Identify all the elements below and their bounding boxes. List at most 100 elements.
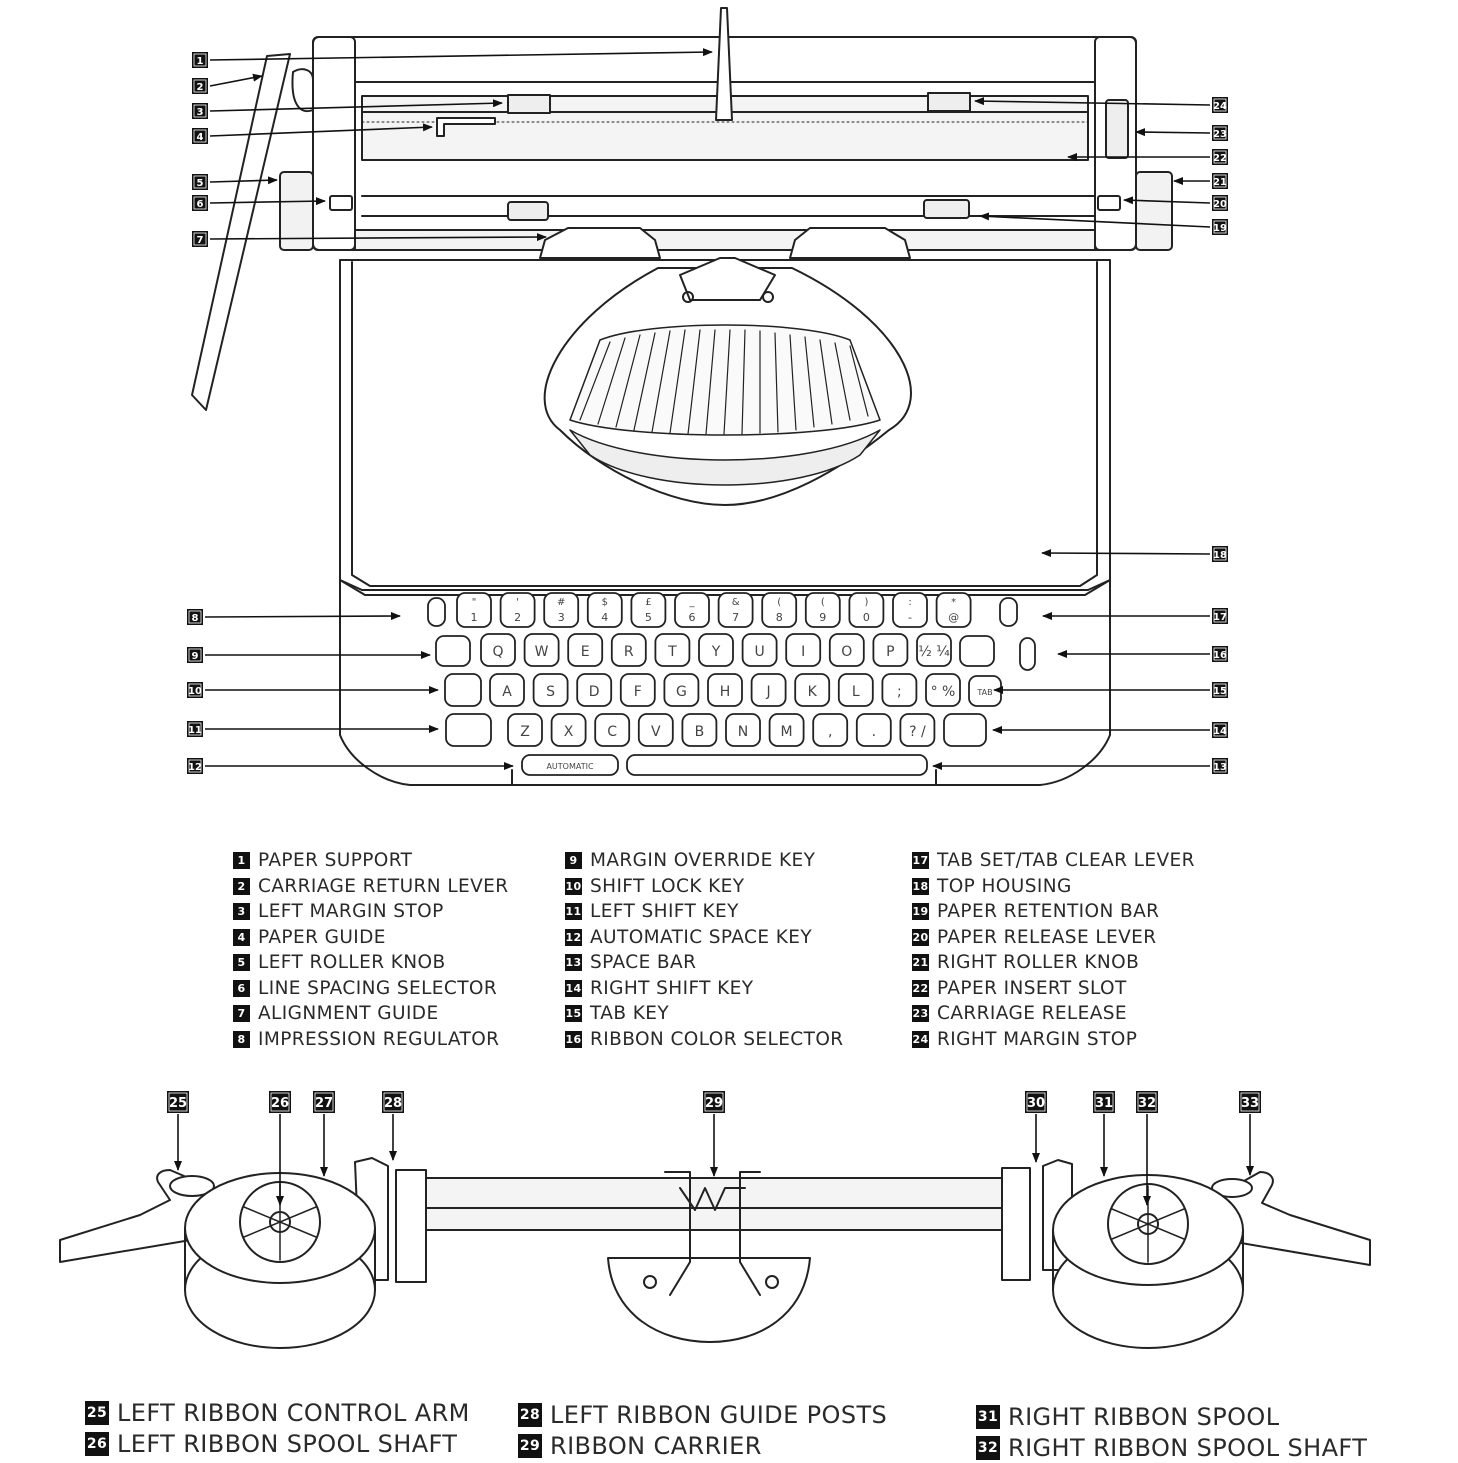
key-letter: A — [502, 684, 512, 700]
key-bottom-symbol: 3 — [558, 611, 565, 624]
number-key — [630, 592, 667, 628]
key-top-symbol: $ — [602, 597, 608, 608]
key-top-symbol: : — [908, 597, 911, 608]
legend-number-badge: 20 — [912, 928, 929, 946]
margin-override-key — [435, 635, 471, 667]
legend-label: RIGHT SHIFT KEY — [590, 977, 754, 999]
legend-number-badge: 10 — [565, 877, 582, 895]
legend-number-badge: 26 — [85, 1431, 109, 1456]
legend-label: PAPER RETENTION BAR — [937, 901, 1160, 923]
legend-number-badge: 29 — [518, 1433, 542, 1458]
key-letter: P — [886, 644, 894, 660]
legend-number-badge: 16 — [565, 1030, 582, 1048]
key-letter: L — [852, 684, 860, 700]
callout-number: 22 — [1213, 153, 1227, 164]
number-key — [761, 592, 798, 628]
letter-key — [619, 673, 656, 707]
callout-number: 9 — [192, 651, 199, 662]
legend-label: CARRIAGE RETURN LEVER — [258, 875, 509, 897]
legend-number-badge: 28 — [518, 1402, 542, 1427]
number-key — [674, 592, 710, 628]
callout-badge-21: 21 — [1212, 173, 1228, 189]
key-top-symbol: £ — [645, 597, 651, 608]
legend-label: CARRIAGE RELEASE — [937, 1003, 1127, 1025]
callout-badge-29: 29 — [703, 1091, 725, 1113]
letter-key — [698, 633, 734, 667]
callout-badge-9: 9 — [187, 647, 203, 663]
callout-badge-11: 11 — [187, 721, 203, 737]
legend-label: TOP HOUSING — [937, 875, 1072, 897]
callout-number: 18 — [1213, 550, 1227, 561]
letter-key — [663, 673, 700, 707]
key-letter: ; — [897, 684, 902, 700]
legend-label: RIBBON CARRIER — [550, 1431, 762, 1460]
key-letter: . — [872, 724, 876, 740]
callout-number: 5 — [197, 178, 204, 189]
legend-label: PAPER INSERT SLOT — [937, 977, 1127, 999]
legend-number-badge: 11 — [565, 903, 582, 921]
key-top-symbol: ' — [516, 597, 519, 608]
key-bottom-symbol: 4 — [601, 611, 608, 624]
legend-number-badge: 8 — [233, 1030, 250, 1048]
callout-badge-31: 31 — [1093, 1091, 1115, 1113]
legend-number-badge: 1 — [233, 852, 250, 870]
callout-arrow — [1135, 128, 1211, 137]
legend-number-badge: 31 — [976, 1404, 1000, 1429]
callout-number: 1 — [197, 56, 204, 67]
legend-number-badge: 6 — [233, 979, 250, 997]
callout-badge-28: 28 — [382, 1091, 404, 1113]
callout-badge-23: 23 — [1212, 125, 1228, 141]
callout-badge-16: 16 — [1212, 646, 1228, 662]
legend-label: PAPER GUIDE — [258, 926, 386, 948]
callout-badge-25: 25 — [167, 1091, 189, 1113]
key-letter: T — [667, 644, 677, 660]
legend-label: TAB KEY — [590, 1003, 670, 1025]
key-bottom-symbol: - — [908, 611, 912, 624]
letter-key — [681, 713, 718, 747]
letter-key — [750, 673, 787, 707]
shift-lock-key — [444, 673, 482, 707]
callout-badge-6: 6 — [192, 195, 208, 211]
callout-number: 23 — [1213, 129, 1227, 140]
callout-number: 14 — [1213, 726, 1227, 737]
letter-key — [881, 673, 918, 707]
callout-badge-2: 2 — [192, 78, 208, 94]
letter-key — [576, 673, 613, 707]
letter-key — [828, 633, 865, 667]
callout-number: 29 — [705, 1096, 723, 1111]
carriage-right-end — [1094, 36, 1137, 251]
impression-regulator-key — [427, 597, 446, 627]
letter-key — [532, 673, 569, 707]
callout-number: 11 — [188, 725, 202, 736]
key-bottom-symbol: 9 — [819, 611, 826, 624]
callout-badge-20: 20 — [1212, 195, 1228, 211]
callout-number: 30 — [1027, 1096, 1045, 1111]
letter-key — [837, 673, 874, 707]
key-letter: H — [720, 684, 731, 700]
key-letter: E — [581, 644, 590, 660]
callout-arrow — [209, 73, 263, 87]
ribbon-carrier-shape — [607, 1257, 811, 1343]
legend-number-badge: 25 — [85, 1400, 109, 1425]
key-letter: O — [841, 644, 852, 660]
callout-number: 20 — [1213, 199, 1227, 210]
key-letter: M — [781, 724, 793, 740]
tab-key-label: TAB — [976, 688, 992, 697]
letter-key — [707, 673, 743, 707]
key-letter: I — [801, 644, 805, 660]
key-bottom-symbol: @ — [948, 611, 959, 624]
